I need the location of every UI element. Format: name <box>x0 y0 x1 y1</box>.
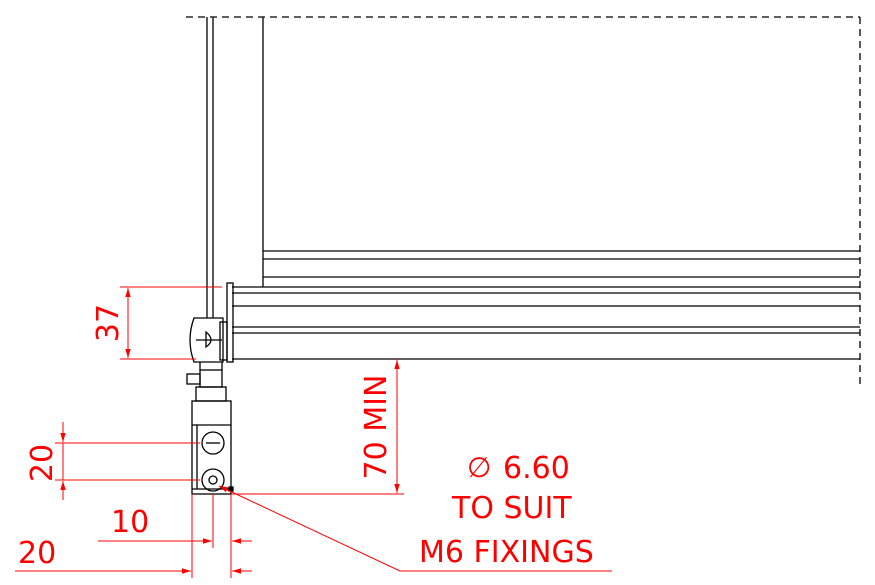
hinge-spacer <box>219 321 228 361</box>
dimension-10 <box>98 494 252 578</box>
fixing-hole-upper <box>201 431 225 455</box>
leader-line <box>218 485 401 572</box>
note-to-suit: TO SUIT <box>451 491 572 526</box>
mounting-block <box>191 400 232 495</box>
fixing-hole-lower <box>201 468 225 492</box>
dim-10-label: 10 <box>111 505 149 540</box>
block-corner-mark <box>228 486 234 492</box>
fixing-hole-lower-inner <box>208 475 218 485</box>
stem-pin <box>186 373 201 385</box>
note-diameter-value: 6.60 <box>503 451 570 486</box>
rail-end-plate <box>226 282 234 363</box>
dimension-20-horizontal <box>15 494 252 578</box>
dimension-37 <box>120 286 222 360</box>
hinge-d-mark <box>205 330 212 349</box>
note-fixings: M6 FIXINGS <box>419 535 594 570</box>
hinge-bracket <box>186 287 234 495</box>
bracket-collar <box>195 386 227 402</box>
hinge-knob <box>189 317 224 363</box>
dim-20-vertical-label: 20 <box>25 444 60 482</box>
hole-leader <box>218 485 612 572</box>
dim-70-label: 70 MIN <box>359 375 394 480</box>
dim-20-horizontal-label: 20 <box>18 536 56 571</box>
cabinet-outline <box>186 16 861 385</box>
stem-nut <box>199 369 223 388</box>
dimension-20-vertical <box>55 422 200 500</box>
dimension-70-min <box>231 359 404 495</box>
dim-37-label: 37 <box>91 304 126 342</box>
note-diameter-symbol: ∅ <box>467 451 491 484</box>
